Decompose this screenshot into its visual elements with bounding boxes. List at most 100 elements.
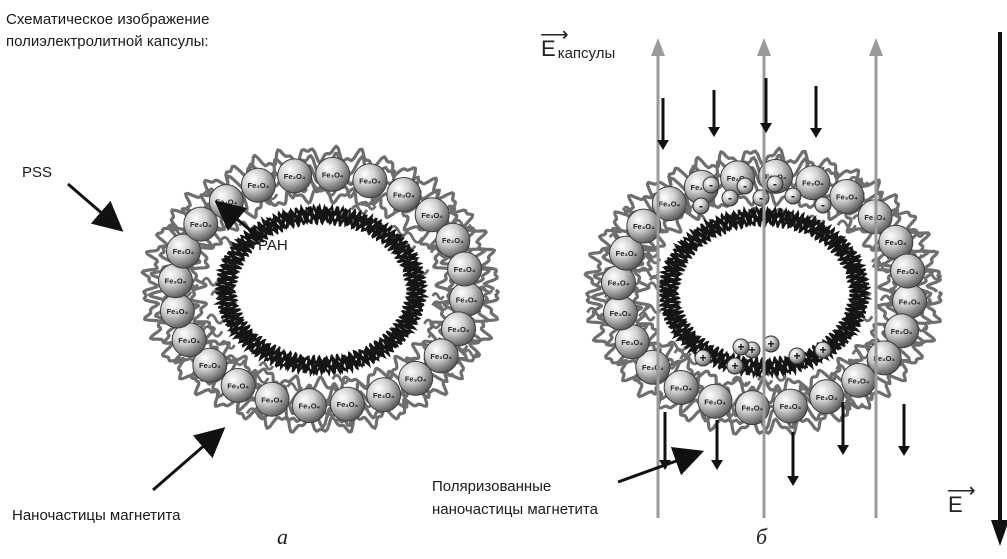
particle-label: Fe₃O₄ [284, 172, 306, 181]
charge-sign: - [743, 179, 747, 193]
particle-label: Fe₃O₄ [642, 363, 664, 372]
particle-label: Fe₃O₄ [421, 211, 443, 220]
positive-charge: + [727, 358, 743, 374]
negative-charge: - [722, 190, 738, 206]
charge-sign: + [748, 343, 755, 357]
particle-label: Fe₃O₄ [621, 338, 643, 347]
particle-label: Fe₃O₄ [836, 192, 858, 201]
charge-sign: + [793, 349, 800, 363]
particle-label: Fe₃O₄ [178, 336, 200, 345]
particle-label: Fe₃O₄ [704, 397, 726, 406]
magnetite-particle: Fe₃O₄ [367, 378, 401, 412]
particle-label: Fe₃O₄ [165, 277, 187, 286]
particle-label: Fe₃O₄ [670, 384, 692, 393]
arrowhead-icon [760, 123, 772, 133]
magnetite-particle: Fe₃O₄ [330, 387, 364, 421]
particle-label: Fe₃O₄ [337, 400, 359, 409]
magnetite-particle: Fe₃O₄ [664, 371, 698, 405]
arrowhead-icon [898, 446, 910, 456]
particle-label: Fe₃O₄ [897, 267, 919, 276]
particle-label: Fe₃O₄ [885, 238, 907, 247]
particle-label: Fe₃O₄ [848, 376, 870, 385]
particle-label: Fe₃O₄ [227, 382, 249, 391]
magnetite-particle: Fe₃O₄ [603, 296, 637, 330]
particle-label: Fe₃O₄ [448, 325, 470, 334]
particle-label: Fe₃O₄ [190, 220, 212, 229]
title-line-1: Схематическое изображение [6, 10, 209, 30]
magnetite-particle: Fe₃O₄ [387, 177, 421, 211]
charge-sign: - [709, 178, 713, 192]
magnetite-particle: Fe₃O₄ [209, 185, 243, 219]
particle-label: Fe₃O₄ [610, 309, 632, 318]
negative-charge: - [815, 197, 831, 213]
magnetite-particle: Fe₃O₄ [292, 389, 326, 423]
title-line-2: полиэлектролитной капсулы: [6, 32, 209, 52]
field-arrowhead-icon [869, 38, 883, 56]
magnetite-particle: Fe₃O₄ [601, 266, 635, 300]
field-external-label: ⟶ E [948, 492, 963, 518]
particle-label: Fe₃O₄ [359, 177, 381, 186]
particle-label: Fe₃O₄ [616, 249, 638, 258]
negative-charge: - [703, 177, 719, 193]
magnetite-particle: Fe₃O₄ [450, 282, 484, 316]
arrowhead-icon [711, 460, 723, 470]
particle-label: Fe₃O₄ [430, 352, 452, 361]
nanoparticle-pointer-arrow [153, 437, 214, 490]
vector-arrow-icon: ⟶ [947, 478, 974, 503]
particle-label: Fe₃O₄ [454, 265, 476, 274]
magnetite-particle: Fe₃O₄ [221, 369, 255, 403]
charge-sign: + [767, 337, 774, 351]
charge-sign: - [699, 199, 703, 213]
magnetite-particle: Fe₃O₄ [842, 363, 876, 397]
label-pss: PSS [22, 163, 52, 183]
particle-label: Fe₃O₄ [167, 307, 189, 316]
negative-charge: - [753, 190, 769, 206]
charge-sign: + [731, 359, 738, 373]
negative-charge: - [785, 188, 801, 204]
particle-label: Fe₃O₄ [261, 395, 283, 404]
particle-label: Fe₃O₄ [742, 404, 764, 413]
particle-label: Fe₃O₄ [299, 402, 321, 411]
vector-arrow-icon: ⟶ [540, 22, 567, 47]
field-capsule-subscript: капсулы [558, 45, 616, 62]
magnetite-particle: Fe₃O₄ [810, 380, 844, 414]
magnetite-particle: Fe₃O₄ [255, 382, 289, 416]
negative-charge: - [767, 176, 783, 192]
magnetite-particle: Fe₃O₄ [698, 384, 732, 418]
capsule-a: Fe₃O₄Fe₃O₄Fe₃O₄Fe₃O₄Fe₃O₄Fe₃O₄Fe₃O₄Fe₃O₄… [142, 146, 498, 432]
magnetite-particle: Fe₃O₄ [160, 294, 194, 328]
arrowhead-icon [810, 128, 822, 138]
particle-label: Fe₃O₄ [633, 222, 655, 231]
charge-sign: + [737, 340, 744, 354]
negative-charge: - [737, 178, 753, 194]
arrowhead-icon [787, 476, 799, 486]
particle-label: Fe₃O₄ [173, 247, 195, 256]
particle-label: Fe₃O₄ [322, 170, 344, 179]
magnetite-particle: Fe₃O₄ [278, 159, 312, 193]
label-polarized-line-2: наночастицы магнетита [432, 500, 598, 520]
particle-label: Fe₃O₄ [891, 327, 913, 336]
magnetite-particle: Fe₃O₄ [316, 157, 350, 191]
magnetite-particle: Fe₃O₄ [448, 252, 482, 286]
positive-charge: + [789, 348, 805, 364]
pss-strand [433, 293, 444, 298]
caption-b: б [756, 524, 767, 550]
charge-sign: + [699, 351, 706, 365]
charge-sign: - [773, 177, 777, 191]
magnetite-particle: Fe₃O₄ [830, 179, 864, 213]
charge-sign: + [819, 343, 826, 357]
magnetite-particle: Fe₃O₄ [893, 284, 927, 318]
negative-charge: - [693, 198, 709, 214]
polarized-pointer-arrow [618, 456, 690, 482]
positive-charge: + [733, 339, 749, 355]
particle-label: Fe₃O₄ [780, 402, 802, 411]
magnetite-particle: Fe₃O₄ [353, 164, 387, 198]
particle-label: Fe₃O₄ [199, 361, 221, 370]
positive-charge: + [695, 350, 711, 366]
magnetite-particle: Fe₃O₄ [773, 389, 807, 423]
particle-label: Fe₃O₄ [608, 279, 630, 288]
particle-label: Fe₃O₄ [216, 198, 238, 207]
field-arrowhead-icon [651, 38, 665, 56]
